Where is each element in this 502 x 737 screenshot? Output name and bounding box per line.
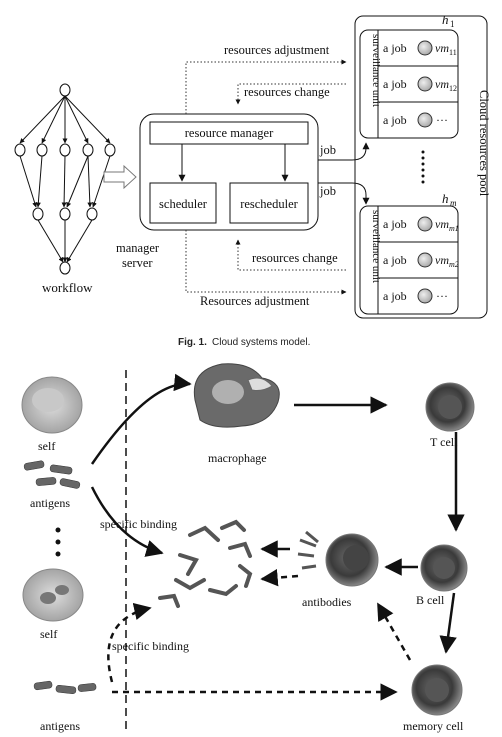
host-1-subscript: 1: [450, 19, 455, 29]
host-1-label: h: [442, 12, 449, 27]
cloud-resources-pool-box: [354, 15, 488, 319]
vertical-ellipsis-icon: [421, 150, 425, 184]
host-m-subscript: m: [450, 198, 457, 208]
host-m-row-2-vm: vm: [435, 253, 449, 267]
host-1-row-3-job: a job: [383, 113, 407, 127]
resource-manager-box: [149, 121, 309, 145]
host-m: h m surveillance unit a job vm m1 a job …: [359, 191, 459, 315]
host-m-row-3-job: a job: [383, 289, 407, 303]
antigens-icon: [33, 680, 97, 694]
host-m-row-1-job: a job: [383, 217, 407, 231]
host-m-row-1-vm-sub: m1: [449, 224, 459, 233]
macrophage-icon: [193, 363, 280, 428]
binding-complex-icon: [158, 519, 253, 608]
host-m-label: h: [442, 191, 449, 206]
host-1-surveillance-unit: surveillance unit: [370, 34, 382, 107]
antigens-top-label: antigens: [30, 496, 70, 510]
workflow-graph: [14, 83, 116, 275]
vertical-ellipsis-icon: [55, 527, 61, 557]
scheduler-box: [149, 182, 217, 224]
specific-binding-top-label: specific binding: [100, 517, 177, 531]
rescheduler-box: [229, 182, 309, 224]
macrophage-label: macrophage: [208, 451, 267, 465]
resources-adjustment-bottom-label: Resources adjustment: [200, 294, 310, 308]
specific-binding-bottom-label: specific binding: [112, 639, 189, 653]
host-1-row-1-vm: vm: [435, 41, 449, 55]
host-m-surveillance-unit: surveillance unit: [370, 210, 382, 283]
vm-icon: [417, 288, 433, 304]
host-m-row-1-vm: vm: [435, 217, 449, 231]
antigens-bottom-label: antigens: [40, 719, 80, 733]
host-1-row-1-vm-sub: 11: [449, 48, 457, 57]
memory-cell-label: memory cell: [403, 719, 464, 733]
host-1-row-3-vm: ···: [436, 113, 448, 127]
cloud-resources-pool-label: Cloud resources pool: [477, 90, 491, 197]
host-m-row-2-vm-sub: m2: [449, 260, 459, 269]
job-top-label: job: [319, 143, 336, 157]
figure-1-cloud-model: workflow resource manager scheduler resc…: [14, 12, 491, 319]
resources-change-top-label: resources change: [244, 85, 330, 99]
rescheduler-label: rescheduler: [240, 197, 298, 211]
antibodies-label: antibodies: [302, 595, 352, 609]
host-m-row-3-vm: ···: [436, 289, 448, 303]
scheduler-label: scheduler: [159, 197, 208, 211]
resources-change-bottom-label: resources change: [252, 251, 338, 265]
host-1: h 1 surveillance unit a job vm 11 a job …: [359, 12, 459, 139]
self-bottom-label: self: [40, 627, 57, 641]
resource-manager-label: resource manager: [185, 126, 274, 140]
vm-icon: [417, 216, 433, 232]
manager-label: manager: [116, 241, 160, 255]
host-m-row-2-job: a job: [383, 253, 407, 267]
antibodies-icon: [297, 530, 379, 587]
job-bottom-label: job: [319, 184, 336, 198]
figure-2-immune-model: self antigens self antigens: [21, 363, 475, 733]
t-cell-label: T cell: [430, 435, 458, 449]
host-1-row-2-vm: vm: [435, 77, 449, 91]
vm-icon: [417, 112, 433, 128]
vm-icon: [417, 76, 433, 92]
vm-icon: [417, 40, 433, 56]
self-top-label: self: [38, 439, 55, 453]
antigens-icon: [23, 460, 81, 489]
vm-icon: [417, 252, 433, 268]
workflow-label: workflow: [42, 280, 93, 295]
resources-adjustment-top-label: resources adjustment: [224, 43, 330, 57]
host-1-row-2-job: a job: [383, 77, 407, 91]
host-1-row-1-job: a job: [383, 41, 407, 55]
server-label: server: [122, 256, 153, 270]
host-1-row-2-vm-sub: 12: [449, 84, 457, 93]
hollow-arrow-icon: [103, 164, 137, 190]
b-cell-label: B cell: [416, 593, 445, 607]
figure-1-caption-label: Fig. 1.: [178, 337, 207, 348]
figure-1-caption-text: Cloud systems model.: [212, 337, 310, 348]
